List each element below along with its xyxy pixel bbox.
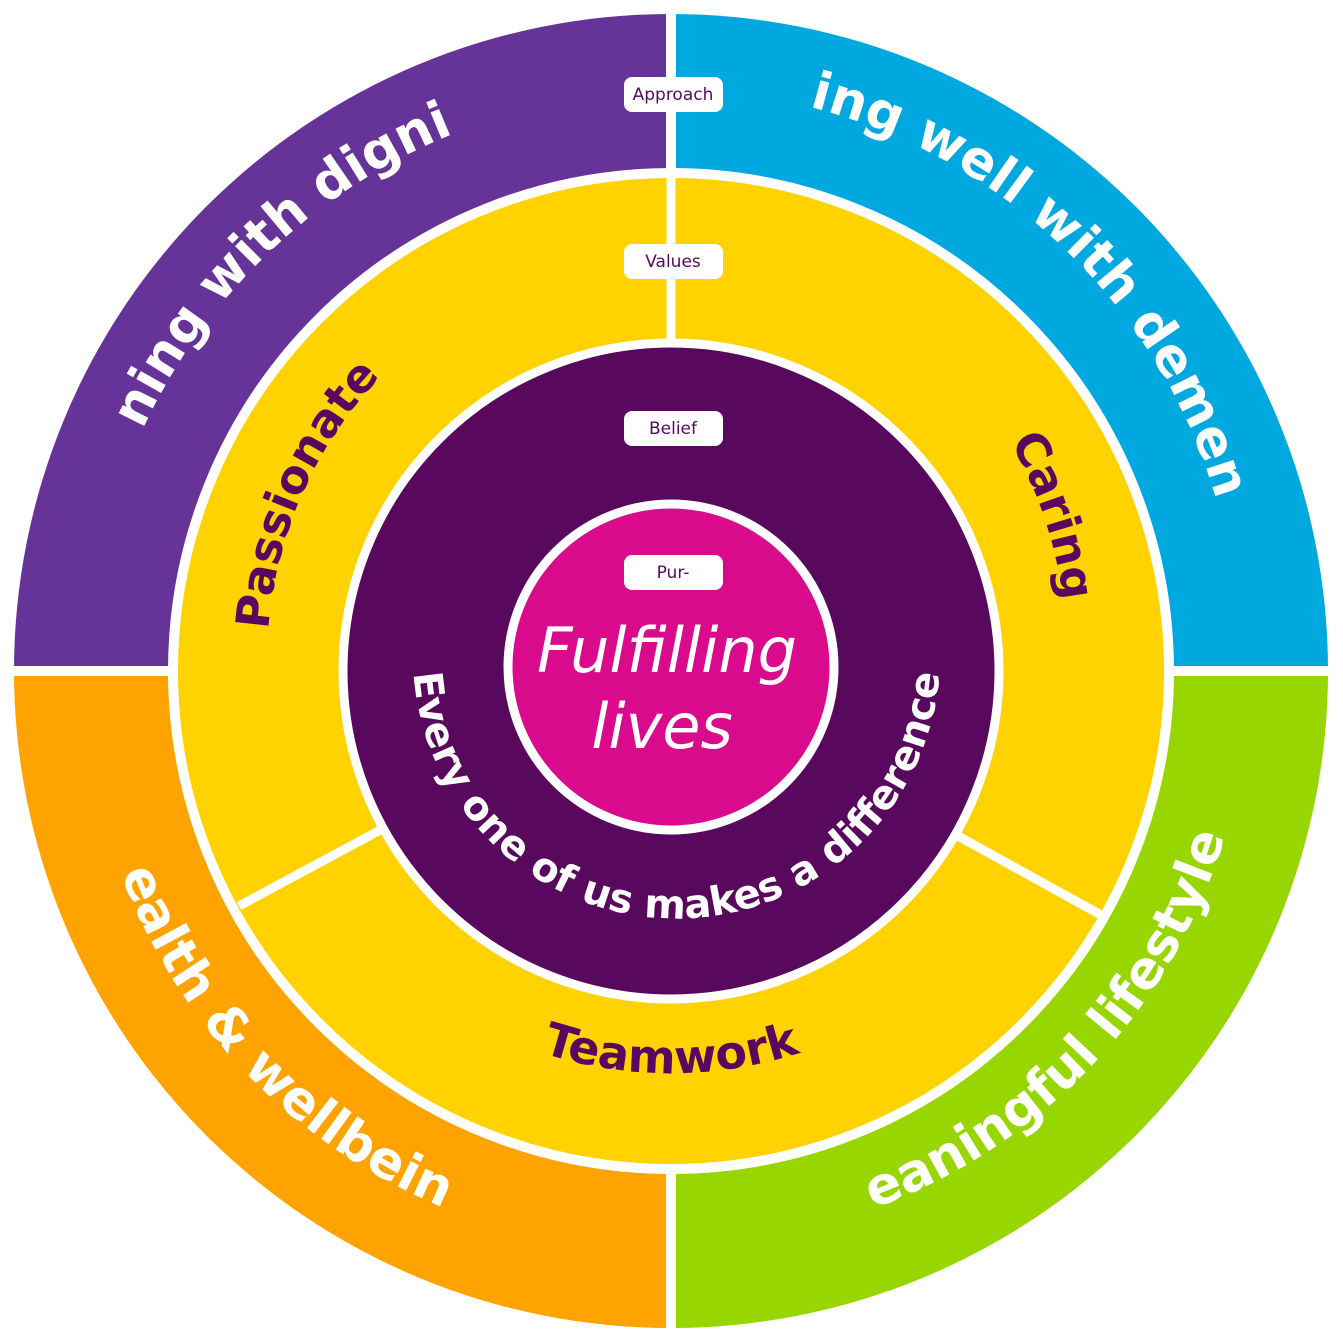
svg-text:Pur-: Pur-: [657, 563, 690, 583]
tag-values: Values: [624, 244, 723, 279]
purpose-line-1: Fulfilling: [537, 614, 797, 687]
purpose-circle: [503, 499, 839, 835]
values-divider-left: [236, 824, 387, 910]
tag-approach: Approach: [624, 77, 723, 112]
purpose-line-2: lives: [591, 690, 733, 763]
svg-text:Approach: Approach: [633, 85, 714, 105]
tag-belief: Belief: [624, 411, 723, 446]
svg-text:Values: Values: [645, 252, 701, 272]
values-divider-right: [955, 832, 1104, 919]
svg-text:Belief: Belief: [649, 419, 698, 439]
tag-purpose: Pur-: [624, 555, 723, 590]
